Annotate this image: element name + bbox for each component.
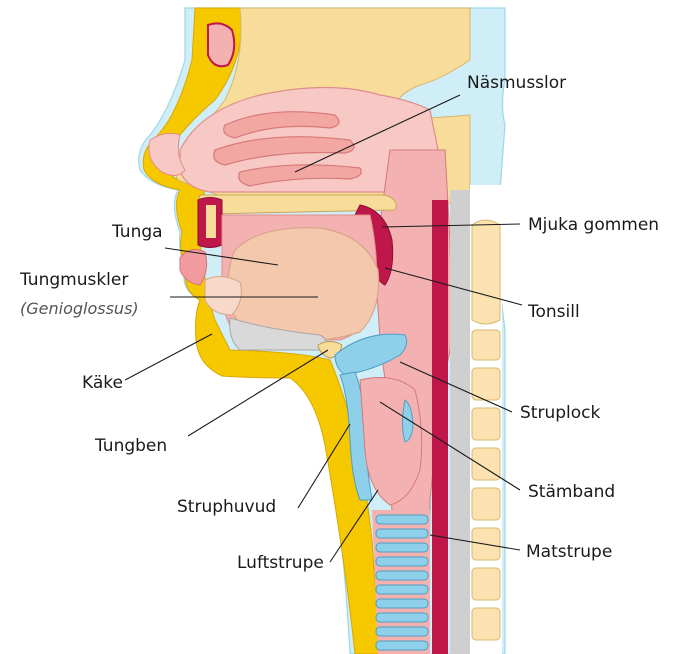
label-mjuka-gommen: Mjuka gommen (528, 215, 659, 235)
frontal-sinus (208, 23, 234, 66)
label-tunga: Tunga (111, 222, 163, 242)
label-tungmuskler: Tungmuskler (19, 270, 128, 290)
leader-kake (125, 334, 212, 380)
label-tonsill: Tonsill (527, 302, 580, 322)
prevertebral-tissue (450, 190, 470, 654)
label-genioglossus: (Genioglossus) (20, 299, 139, 318)
label-matstrupe: Matstrupe (526, 542, 612, 562)
label-kake: Käke (82, 373, 123, 393)
label-tungben: Tungben (94, 436, 167, 456)
upper-teeth (206, 205, 216, 238)
esophagus (432, 200, 448, 654)
label-luftstrupe: Luftstrupe (237, 553, 324, 573)
label-nasmusslor: Näsmusslor (467, 73, 566, 93)
label-struphuvud: Struphuvud (177, 497, 276, 517)
trachea (372, 510, 430, 654)
label-stamband: Stämband (528, 482, 615, 502)
label-struplock: Struplock (520, 403, 600, 423)
cervical-spine (470, 185, 502, 654)
